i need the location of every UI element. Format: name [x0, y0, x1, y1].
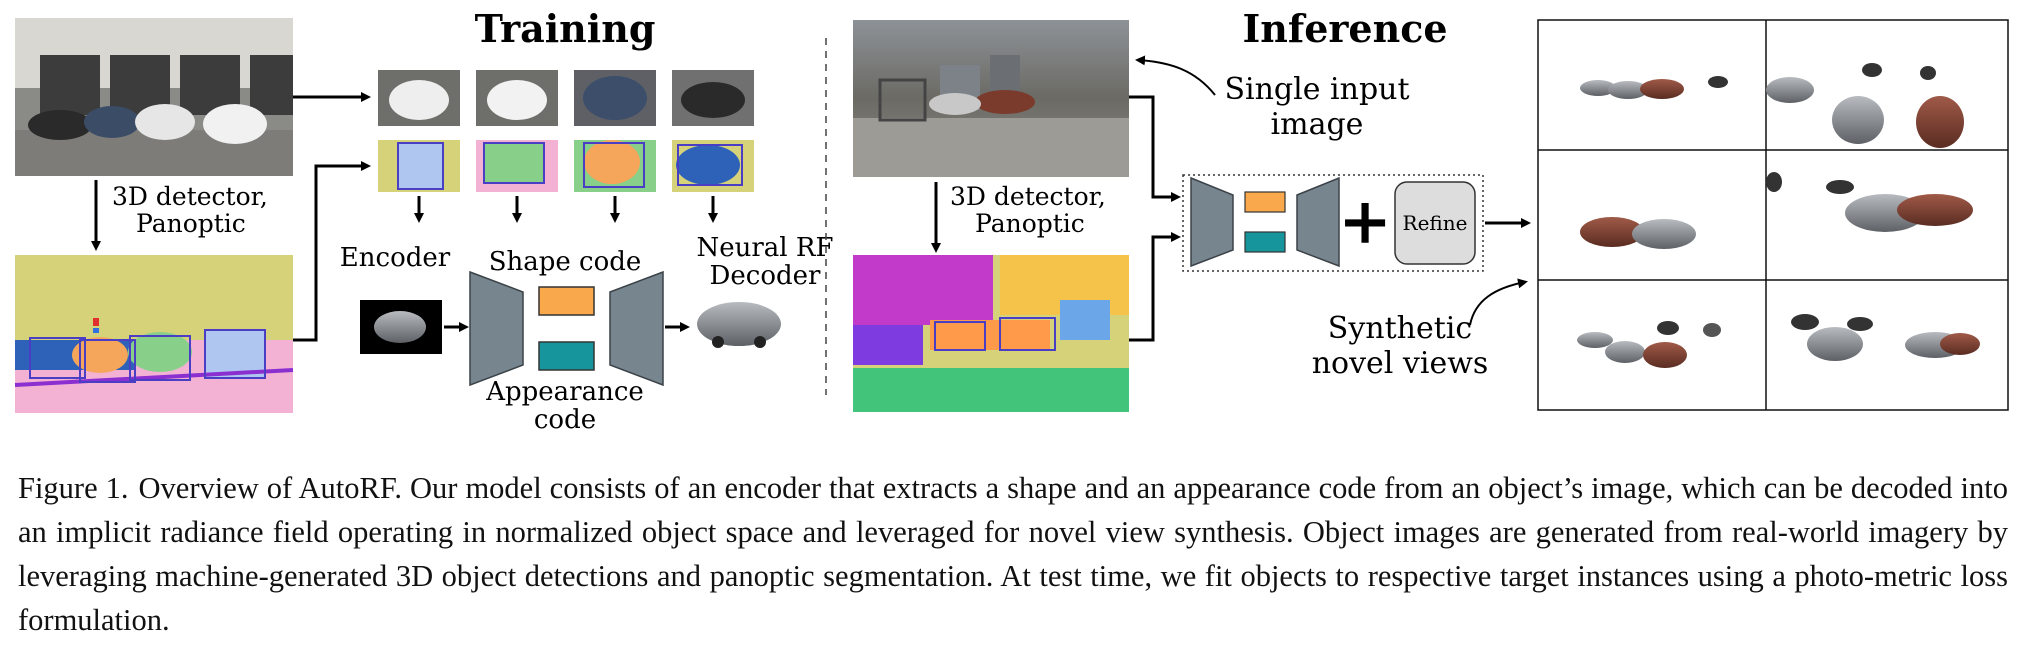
appearance-label-1: Appearance	[485, 377, 644, 407]
single-input-pointer	[1135, 55, 1216, 96]
inference-input-image	[853, 20, 1129, 177]
novel-views-pointer	[1469, 278, 1528, 326]
single-input-label-1: Single input	[1224, 72, 1409, 107]
shape-code-label: Shape code	[489, 247, 642, 277]
panoptic-to-masks-arrow	[293, 161, 371, 342]
appearance-code-box	[538, 341, 595, 371]
shape-code-box	[538, 286, 595, 316]
decoder-label-1: Neural RF	[696, 233, 833, 263]
training-street-photo	[15, 18, 293, 176]
training-decoder	[609, 270, 664, 387]
refine-box	[1394, 181, 1476, 265]
training-encoder	[469, 270, 524, 387]
inference-decoder	[1296, 176, 1340, 268]
inference-detector-label-2: Panoptic	[975, 209, 1085, 238]
encoder-input-car	[374, 311, 426, 343]
novel-views-label-2: novel views	[1312, 346, 1489, 381]
plus-sign: +	[1338, 184, 1392, 259]
input-to-network-arrow	[1129, 95, 1181, 202]
training-detector-label-2: Panoptic	[136, 209, 246, 238]
autorf-overview-figure: Training 3D detector, Panoptic	[14, 6, 2009, 430]
appearance-label-2: code	[534, 405, 596, 430]
decoder-output-car	[697, 302, 781, 346]
single-input-label-2: image	[1271, 107, 1364, 142]
training-detector-label-1: 3D detector,	[112, 182, 268, 211]
decoder-label-2: Decoder	[710, 261, 821, 291]
training-title: Training	[475, 6, 656, 51]
encoder-label: Encoder	[340, 243, 451, 273]
car-crop-row	[378, 70, 754, 126]
figure-caption-label: Figure 1.	[18, 471, 129, 505]
figure-caption: Figure 1.Overview of AutoRF. Our model c…	[18, 466, 2008, 642]
figure-caption-text: Overview of AutoRF. Our model consists o…	[18, 471, 2008, 637]
inference-shape-code	[1244, 191, 1286, 213]
inference-network-box	[1182, 174, 1484, 272]
training-panoptic-image	[14, 255, 294, 413]
panoptic-crop-row	[378, 140, 754, 192]
inference-appearance-code	[1244, 231, 1286, 253]
inference-panoptic-image	[853, 255, 1129, 412]
novel-views-grid	[1537, 19, 2009, 411]
inference-encoder	[1190, 176, 1234, 268]
refine-label: Refine	[1403, 211, 1468, 235]
novel-views-label-1: Synthetic	[1328, 311, 1472, 346]
crop-down-arrows	[414, 196, 718, 223]
inference-detector-label-1: 3D detector,	[950, 182, 1106, 211]
inference-title: Inference	[1242, 6, 1447, 51]
panoptic-to-network-arrow	[1129, 232, 1181, 342]
